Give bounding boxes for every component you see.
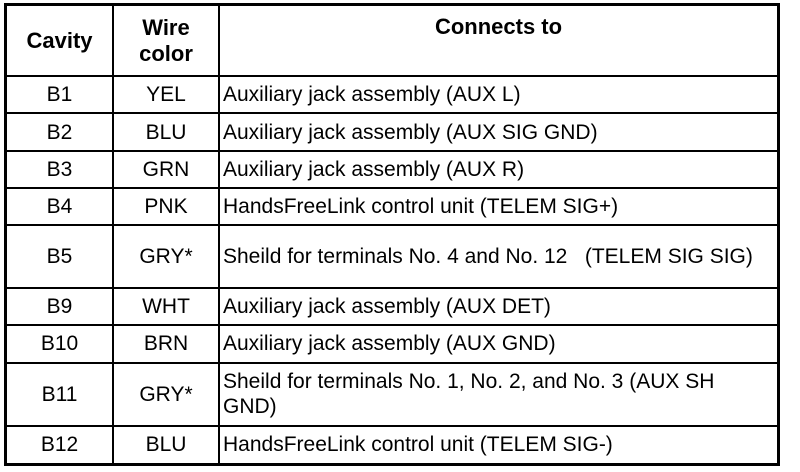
wire-color-cell: WHT [112, 287, 220, 327]
connects-to-cell: Auxiliary jack assembly (AUX L) [218, 75, 777, 115]
connects-to-cell: HandsFreeLink control unit (TELEM SIG+) [218, 186, 777, 226]
table-row: B10 BRN Auxiliary jack assembly (AUX GND… [7, 324, 777, 364]
wire-color-cell: BRN [112, 324, 220, 364]
table-row: B1 YEL Auxiliary jack assembly (AUX L) [7, 75, 777, 115]
table-row: B9 WHT Auxiliary jack assembly (AUX DET) [7, 287, 777, 327]
wire-color-cell: GRN [112, 149, 220, 189]
connects-to-cell: Sheild for terminals No. 1, No. 2, and N… [218, 361, 777, 427]
cavity-cell: B11 [7, 361, 114, 427]
table-row: B2 BLU Auxiliary jack assembly (AUX SIG … [7, 112, 777, 152]
cavity-cell: B3 [7, 149, 114, 189]
connects-to-cell: Auxiliary jack assembly (AUX SIG GND) [218, 112, 777, 152]
header-cavity: Cavity [7, 6, 114, 78]
table-row: B11 GRY* Sheild for terminals No. 1, No.… [7, 361, 777, 427]
cavity-cell: B1 [7, 75, 114, 115]
table-row: B3 GRN Auxiliary jack assembly (AUX R) [7, 149, 777, 189]
cavity-cell: B12 [7, 424, 114, 463]
wire-color-cell: YEL [112, 75, 220, 115]
cavity-cell: B2 [7, 112, 114, 152]
table-row: B5 GRY* Sheild for terminals No. 4 and N… [7, 223, 777, 290]
wire-color-cell: GRY* [112, 361, 220, 427]
table-row: B4 PNK HandsFreeLink control unit (TELEM… [7, 186, 777, 226]
header-wire-color-line2: color [139, 40, 193, 66]
cavity-cell: B5 [7, 223, 114, 290]
connects-to-cell: Sheild for terminals No. 4 and No. 12 (T… [218, 223, 777, 290]
header-connects-to: Connects to [218, 6, 777, 78]
cavity-cell: B9 [7, 287, 114, 327]
connects-to-cell: HandsFreeLink control unit (TELEM SIG-) [218, 424, 777, 463]
connects-to-cell: Auxiliary jack assembly (AUX R) [218, 149, 777, 189]
cavity-cell: B10 [7, 324, 114, 364]
connects-to-cell: Auxiliary jack assembly (AUX DET) [218, 287, 777, 327]
header-wire-color-line1: Wire [142, 14, 190, 40]
connects-to-cell: Auxiliary jack assembly (AUX GND) [218, 324, 777, 364]
cavity-cell: B4 [7, 186, 114, 226]
wire-color-cell: GRY* [112, 223, 220, 290]
wire-color-cell: BLU [112, 424, 220, 463]
wire-color-cell: PNK [112, 186, 220, 226]
wire-color-cell: BLU [112, 112, 220, 152]
table-row: B12 BLU HandsFreeLink control unit (TELE… [7, 424, 777, 463]
